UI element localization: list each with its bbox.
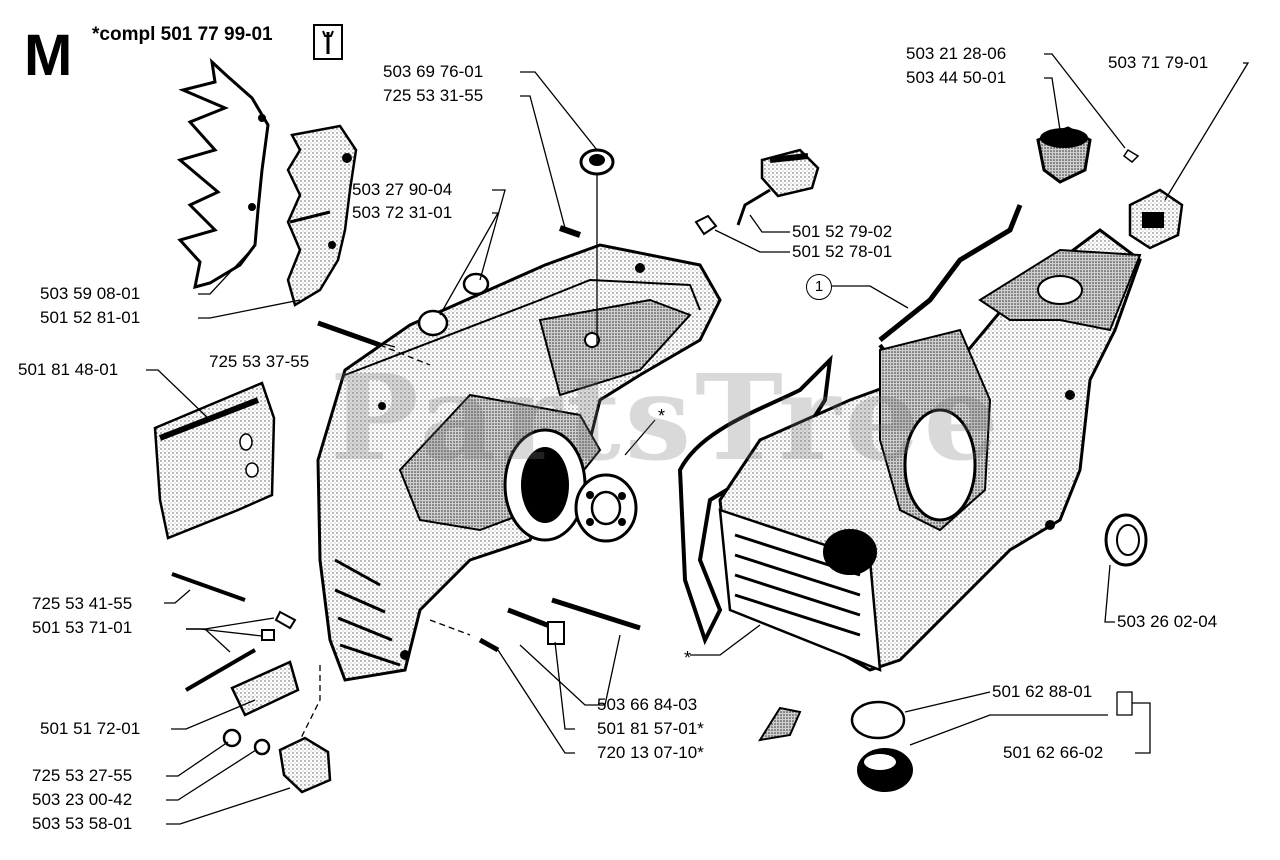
part-label[interactable]: 720 13 07-10*	[597, 743, 704, 762]
part-label[interactable]: 503 27 90-04	[352, 180, 453, 199]
part-label[interactable]: 503 69 76-01	[383, 62, 484, 81]
callout-1: 1	[806, 274, 832, 300]
oil-seal	[1104, 513, 1148, 567]
part-label[interactable]: 501 81 57-01*	[597, 719, 704, 738]
part-label[interactable]: 501 62 66-02	[1003, 743, 1104, 762]
spiked-bumper	[176, 57, 270, 290]
leader-lines	[146, 53, 1250, 825]
part-label[interactable]: 503 44 50-01	[906, 68, 1007, 87]
bearing	[574, 473, 638, 543]
gasket	[677, 354, 833, 646]
part-label[interactable]: 501 52 78-01	[792, 242, 893, 261]
part-label[interactable]: 503 71 79-01	[1108, 53, 1209, 72]
part-label[interactable]: 501 81 48-01	[18, 360, 119, 379]
part-label[interactable]: 503 72 31-01	[352, 203, 453, 222]
part-label[interactable]: 503 23 00-42	[32, 790, 133, 809]
part-label[interactable]: 503 66 84-03	[597, 695, 698, 714]
part-label[interactable]: 501 53 71-01	[32, 618, 133, 637]
part-label[interactable]: 503 59 08-01	[40, 284, 141, 303]
star-marker: *	[658, 406, 666, 426]
part-label[interactable]: 725 53 41-55	[32, 594, 133, 613]
part-label[interactable]: 503 26 02-04	[1117, 612, 1218, 631]
section-letter: M	[24, 23, 73, 88]
watermark: PartsTree	[330, 348, 1003, 487]
oil-pipe	[878, 204, 1023, 342]
part-label[interactable]: 501 52 81-01	[40, 308, 141, 327]
part-label[interactable]: 725 53 37-55	[209, 352, 310, 371]
part-label[interactable]: 501 62 88-01	[992, 682, 1093, 701]
part-label[interactable]: 725 53 31-55	[383, 86, 484, 105]
wrench-icon	[313, 24, 343, 60]
star-marker: *	[684, 648, 692, 668]
chain-guide-plate	[153, 381, 276, 540]
part-label[interactable]: 501 52 79-02	[792, 222, 893, 241]
part-label[interactable]: 725 53 27-55	[32, 766, 133, 785]
compl-kit-label: *compl 501 77 99-01	[92, 24, 273, 45]
part-label[interactable]: 503 21 28-06	[906, 44, 1007, 63]
part-label[interactable]: 503 53 58-01	[32, 814, 133, 833]
part-label[interactable]: 501 51 72-01	[40, 719, 141, 738]
